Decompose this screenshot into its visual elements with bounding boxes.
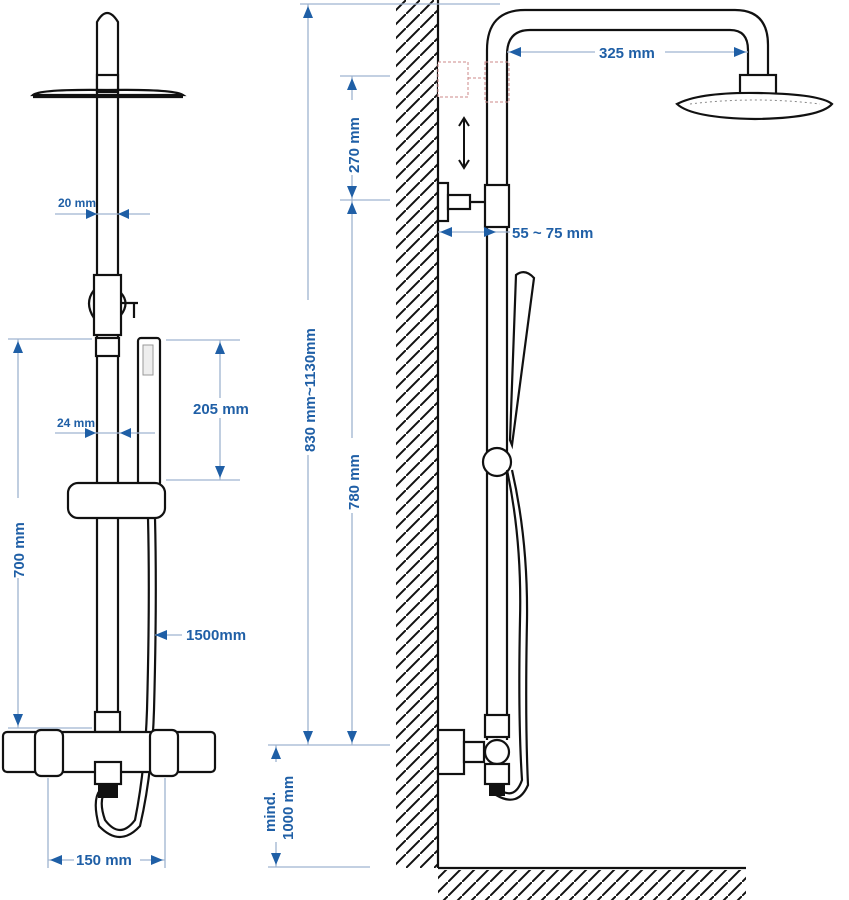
dim-150mm: 150 mm [76, 852, 132, 869]
dim-780mm: 780 mm [346, 454, 363, 510]
dim-205mm: 205 mm [193, 401, 249, 418]
handheld-shower-icon [508, 271, 536, 450]
rain-head-icon [30, 88, 187, 97]
wall-and-floor [396, 0, 746, 900]
dim-1500mm: 1500mm [186, 627, 246, 644]
rain-head-icon [675, 91, 834, 121]
slider-icon [66, 481, 167, 520]
dim-55-75mm: 55 ~ 75 mm [512, 225, 593, 242]
side-view-shower [436, 8, 834, 801]
slider-knob-icon [481, 446, 513, 478]
dim-700mm: 700 mm [11, 522, 28, 578]
diverter-icon [92, 273, 123, 337]
dim-24mm: 24 mm [57, 416, 95, 430]
front-view-shower [1, 11, 217, 839]
dim-20mm: 20 mm [58, 196, 96, 210]
dim-1000mm: 1000 mm [280, 776, 297, 840]
dim-325mm: 325 mm [599, 45, 655, 62]
dim-min-label: mind. [262, 792, 279, 832]
dim-830-1130mm: 830 mm~1130mm [302, 328, 319, 452]
adjust-arrow-icon [458, 116, 470, 170]
dim-270mm: 270 mm [346, 117, 363, 173]
front-view-dimensions: 20 mm 24 mm 205 mm 700 mm 1500mm 150 mm [8, 196, 260, 869]
side-view-dimensions: 830 mm~1130mm 270 mm 780 mm mind. 1000 m… [262, 3, 748, 868]
